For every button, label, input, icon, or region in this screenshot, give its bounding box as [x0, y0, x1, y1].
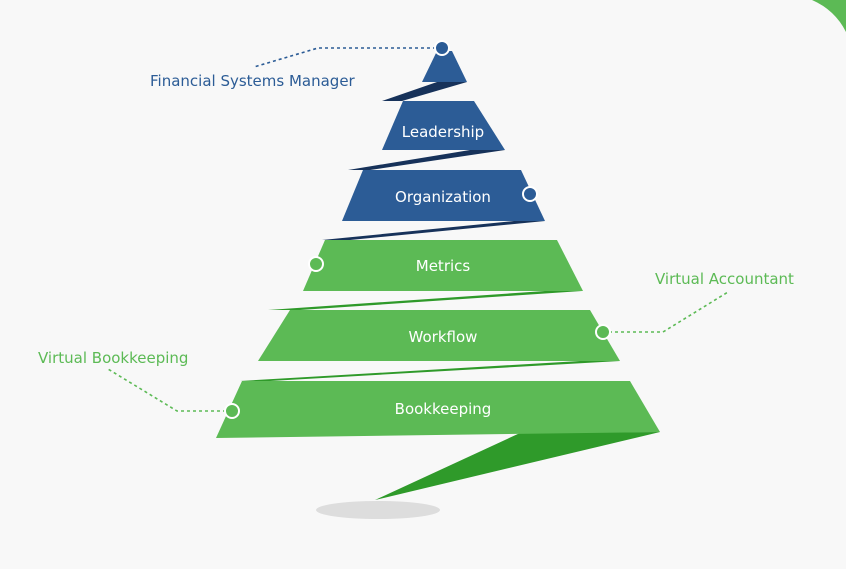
connector-virtual-bookkeeping: [107, 368, 232, 412]
tier-label-organization: Organization: [395, 188, 491, 206]
marker-apex: [434, 40, 450, 56]
fold-green-2: [240, 361, 620, 381]
connector-virtual-accountant: [603, 291, 729, 333]
tier-leadership: [382, 101, 505, 150]
marker-metrics: [308, 256, 324, 272]
callout-virtual-accountant: Virtual Accountant: [655, 270, 794, 288]
callout-financial-systems-manager: Financial Systems Manager: [150, 72, 356, 90]
corner-accent: [812, 0, 846, 32]
tier-label-bookkeeping: Bookkeeping: [395, 400, 492, 418]
tier-metrics: [303, 240, 583, 291]
fold-blue-1: [382, 82, 467, 101]
fold-blue-3: [322, 221, 545, 240]
tier-label-metrics: Metrics: [416, 257, 471, 275]
fold-green-1: [268, 291, 582, 310]
callout-virtual-bookkeeping: Virtual Bookkeeping: [38, 349, 188, 367]
tier-workflow: [258, 310, 620, 361]
marker-organization: [522, 186, 538, 202]
tier-label-workflow: Workflow: [409, 328, 478, 346]
ribbon-tail: [375, 432, 660, 500]
tier-label-leadership: Leadership: [402, 123, 484, 141]
tier-organization: [342, 170, 545, 221]
fold-blue-2: [348, 150, 505, 170]
connector-financial-systems-manager: [253, 47, 442, 68]
tier-apex: [422, 51, 467, 82]
marker-workflow: [595, 324, 611, 340]
marker-bookkeeping: [224, 403, 240, 419]
ground-shadow: [316, 501, 440, 519]
tier-bookkeeping: [216, 381, 660, 438]
